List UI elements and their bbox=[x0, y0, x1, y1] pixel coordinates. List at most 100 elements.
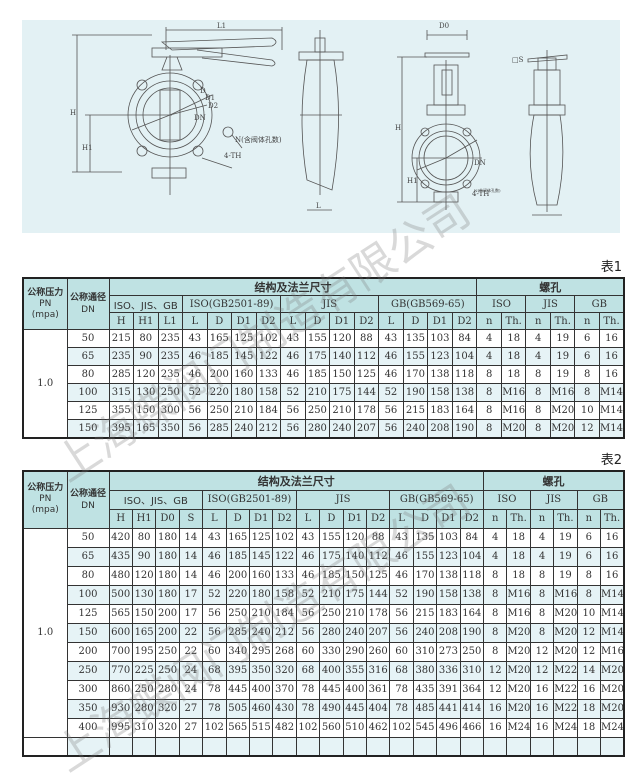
table-cell: 125 bbox=[365, 565, 391, 586]
handle-valve-front-view bbox=[72, 27, 283, 195]
table-cell: 4 bbox=[482, 527, 508, 548]
table-cell: 435 bbox=[412, 679, 438, 700]
table-cell: 4 bbox=[476, 347, 502, 366]
table-cell bbox=[225, 736, 250, 757]
table-cell: 16 bbox=[529, 717, 555, 738]
table-cell: M20 bbox=[506, 622, 531, 643]
table-cell: 250 bbox=[206, 401, 233, 420]
table-cell: 180 bbox=[248, 584, 274, 605]
group-header: GB(GB569-65) bbox=[378, 295, 478, 313]
column-header: D bbox=[225, 508, 250, 529]
pn-header-line: PN bbox=[39, 494, 52, 505]
table-cell: 240 bbox=[402, 419, 429, 438]
column-header: D2 bbox=[459, 508, 485, 529]
table-cell: 190 bbox=[451, 419, 478, 438]
table-cell: 280 bbox=[155, 679, 180, 700]
table-cell: 207 bbox=[353, 419, 380, 438]
table-cell: 102 bbox=[295, 717, 321, 738]
table-cell: 16 bbox=[599, 347, 625, 366]
table-cell: 178 bbox=[353, 401, 380, 420]
table-cell: 8 bbox=[574, 365, 600, 384]
table-row bbox=[22, 736, 625, 757]
table-cell: 420 bbox=[108, 527, 133, 548]
gear-operated-valve-front-view bbox=[397, 30, 482, 210]
table-cell: 350 bbox=[157, 419, 184, 438]
table-cell: 56 bbox=[378, 419, 404, 438]
table-cell: 27 bbox=[178, 717, 204, 738]
table-cell: 215 bbox=[108, 329, 135, 348]
table-cell: M20 bbox=[600, 679, 625, 700]
table-cell: 43 bbox=[378, 329, 404, 348]
dn-cell: 150 bbox=[66, 622, 110, 643]
column-header: D1 bbox=[342, 508, 367, 529]
table-cell: 215 bbox=[412, 603, 438, 624]
table-cell: M16 bbox=[500, 401, 527, 420]
table-cell: 78 bbox=[295, 698, 321, 719]
table-cell bbox=[576, 736, 602, 757]
table-cell: M16 bbox=[600, 641, 625, 662]
column-header: Th. bbox=[549, 312, 576, 330]
table-cell: 280 bbox=[319, 622, 344, 643]
table-cell: 120 bbox=[342, 527, 367, 548]
table-cell: 180 bbox=[155, 565, 180, 586]
column-header: D bbox=[319, 508, 344, 529]
table-cell: 46 bbox=[202, 546, 227, 567]
column-header: n bbox=[482, 508, 508, 529]
pn-header-line: 公称压力 bbox=[27, 483, 64, 494]
table-cell: 145 bbox=[248, 546, 274, 567]
table-cell: 160 bbox=[231, 365, 257, 384]
table-cell: 102 bbox=[272, 527, 297, 548]
table-cell: 315 bbox=[108, 383, 135, 402]
structure-header: 结构及法兰尺寸 bbox=[108, 470, 484, 491]
table-cell: M16 bbox=[506, 584, 531, 605]
table-cell: 310 bbox=[459, 660, 485, 681]
table-cell: M20 bbox=[506, 641, 531, 662]
table-cell: 120 bbox=[133, 365, 159, 384]
table-cell: 18 bbox=[576, 698, 602, 719]
group-header: JIS bbox=[280, 295, 380, 313]
table-cell: 16 bbox=[482, 717, 508, 738]
table-cell: 150 bbox=[131, 603, 157, 624]
table-cell: 490 bbox=[319, 698, 344, 719]
table-cell: 16 bbox=[599, 365, 625, 384]
table-cell: 175 bbox=[304, 347, 331, 366]
table-cell: 250 bbox=[155, 641, 180, 662]
table-cell bbox=[319, 736, 344, 757]
table-cell: 52 bbox=[182, 383, 208, 402]
table-cell: 18 bbox=[500, 365, 527, 384]
table-cell: 170 bbox=[402, 365, 429, 384]
table-cell: 208 bbox=[436, 622, 461, 643]
dimension-label-th-2: 4-TH bbox=[472, 190, 489, 198]
table-cell: 138 bbox=[436, 565, 461, 586]
table-cell bbox=[155, 736, 180, 757]
bolt-hole-header: 螺孔 bbox=[476, 277, 625, 296]
table-cell: 8 bbox=[476, 401, 502, 420]
group-header: GB bbox=[574, 295, 625, 313]
table-cell: 496 bbox=[436, 717, 461, 738]
structure-header: 结构及法兰尺寸 bbox=[108, 277, 478, 296]
table-cell: 240 bbox=[248, 622, 274, 643]
table-cell bbox=[506, 736, 531, 757]
column-header: Th. bbox=[506, 508, 531, 529]
dn-cell: 100 bbox=[66, 383, 110, 402]
table-cell: 185 bbox=[225, 546, 250, 567]
table-cell: M20 bbox=[553, 603, 578, 624]
bolt-hole-header: 螺孔 bbox=[483, 470, 625, 491]
table-cell bbox=[131, 736, 157, 757]
dn-cell: 80 bbox=[66, 565, 110, 586]
table-cell: M22 bbox=[553, 698, 578, 719]
table-cell: 43 bbox=[280, 329, 306, 348]
table-cell: M22 bbox=[553, 679, 578, 700]
dimension-label-dn-2: DN bbox=[474, 159, 486, 167]
column-header: n bbox=[476, 312, 502, 330]
table-cell: 135 bbox=[412, 527, 438, 548]
table-cell: 445 bbox=[319, 679, 344, 700]
table-cell: 88 bbox=[353, 329, 380, 348]
table-cell: M20 bbox=[553, 622, 578, 643]
table-cell: 8 bbox=[482, 641, 508, 662]
